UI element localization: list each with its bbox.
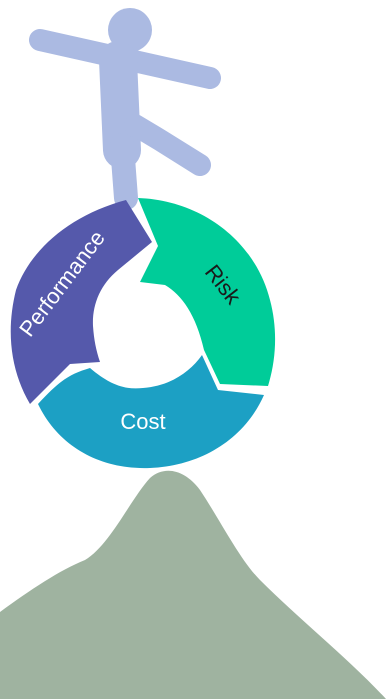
cycle-ring <box>10 198 276 469</box>
balancing-figure <box>29 8 221 210</box>
figure-head <box>108 8 152 52</box>
figure-standing-leg <box>110 133 138 210</box>
cost-label: Cost <box>120 409 165 434</box>
segment-performance <box>10 200 152 404</box>
segment-risk <box>138 198 276 386</box>
mountain-shape <box>0 470 386 699</box>
figure-raised-leg <box>124 114 211 176</box>
segment-cost <box>38 355 264 469</box>
